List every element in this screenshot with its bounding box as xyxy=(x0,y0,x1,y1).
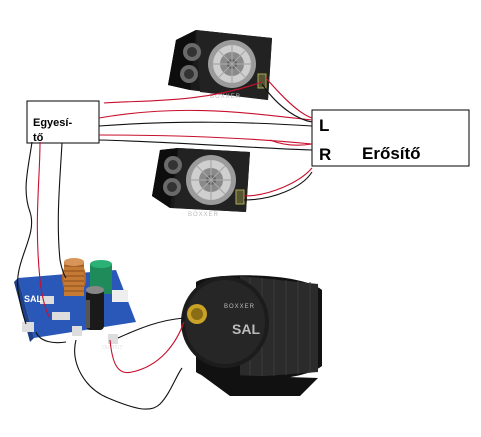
speaker-bottom-brand: BOXXER xyxy=(188,212,219,218)
speaker-bottom: BOXXER xyxy=(152,148,250,218)
channel-right-label: R xyxy=(319,145,331,164)
crossover-output-label: OUTPUT xyxy=(102,345,123,351)
wires-bottom xyxy=(17,141,185,410)
crossover-logo: SAL xyxy=(24,294,43,304)
speaker-top-brand: BOXXER xyxy=(210,94,241,100)
filter-box-label-line1: Egyesí- xyxy=(33,117,72,129)
wires-top xyxy=(98,77,313,201)
amplifier-label: Erősítő xyxy=(362,144,421,163)
crossover-board: SAL OUTPUT xyxy=(14,258,136,351)
subwoofer-brand: BOXXER xyxy=(224,304,255,310)
speaker-top: BOXXER xyxy=(168,30,272,100)
subwoofer-logo: SAL xyxy=(232,321,260,337)
filter-box-label-line2: tő xyxy=(33,132,44,144)
channel-left-label: L xyxy=(319,116,329,135)
subwoofer: BOXXER SAL xyxy=(181,275,322,396)
amplifier-box: L R Erősítő xyxy=(311,109,470,167)
filter-box: Egyesí- tő xyxy=(26,100,100,144)
